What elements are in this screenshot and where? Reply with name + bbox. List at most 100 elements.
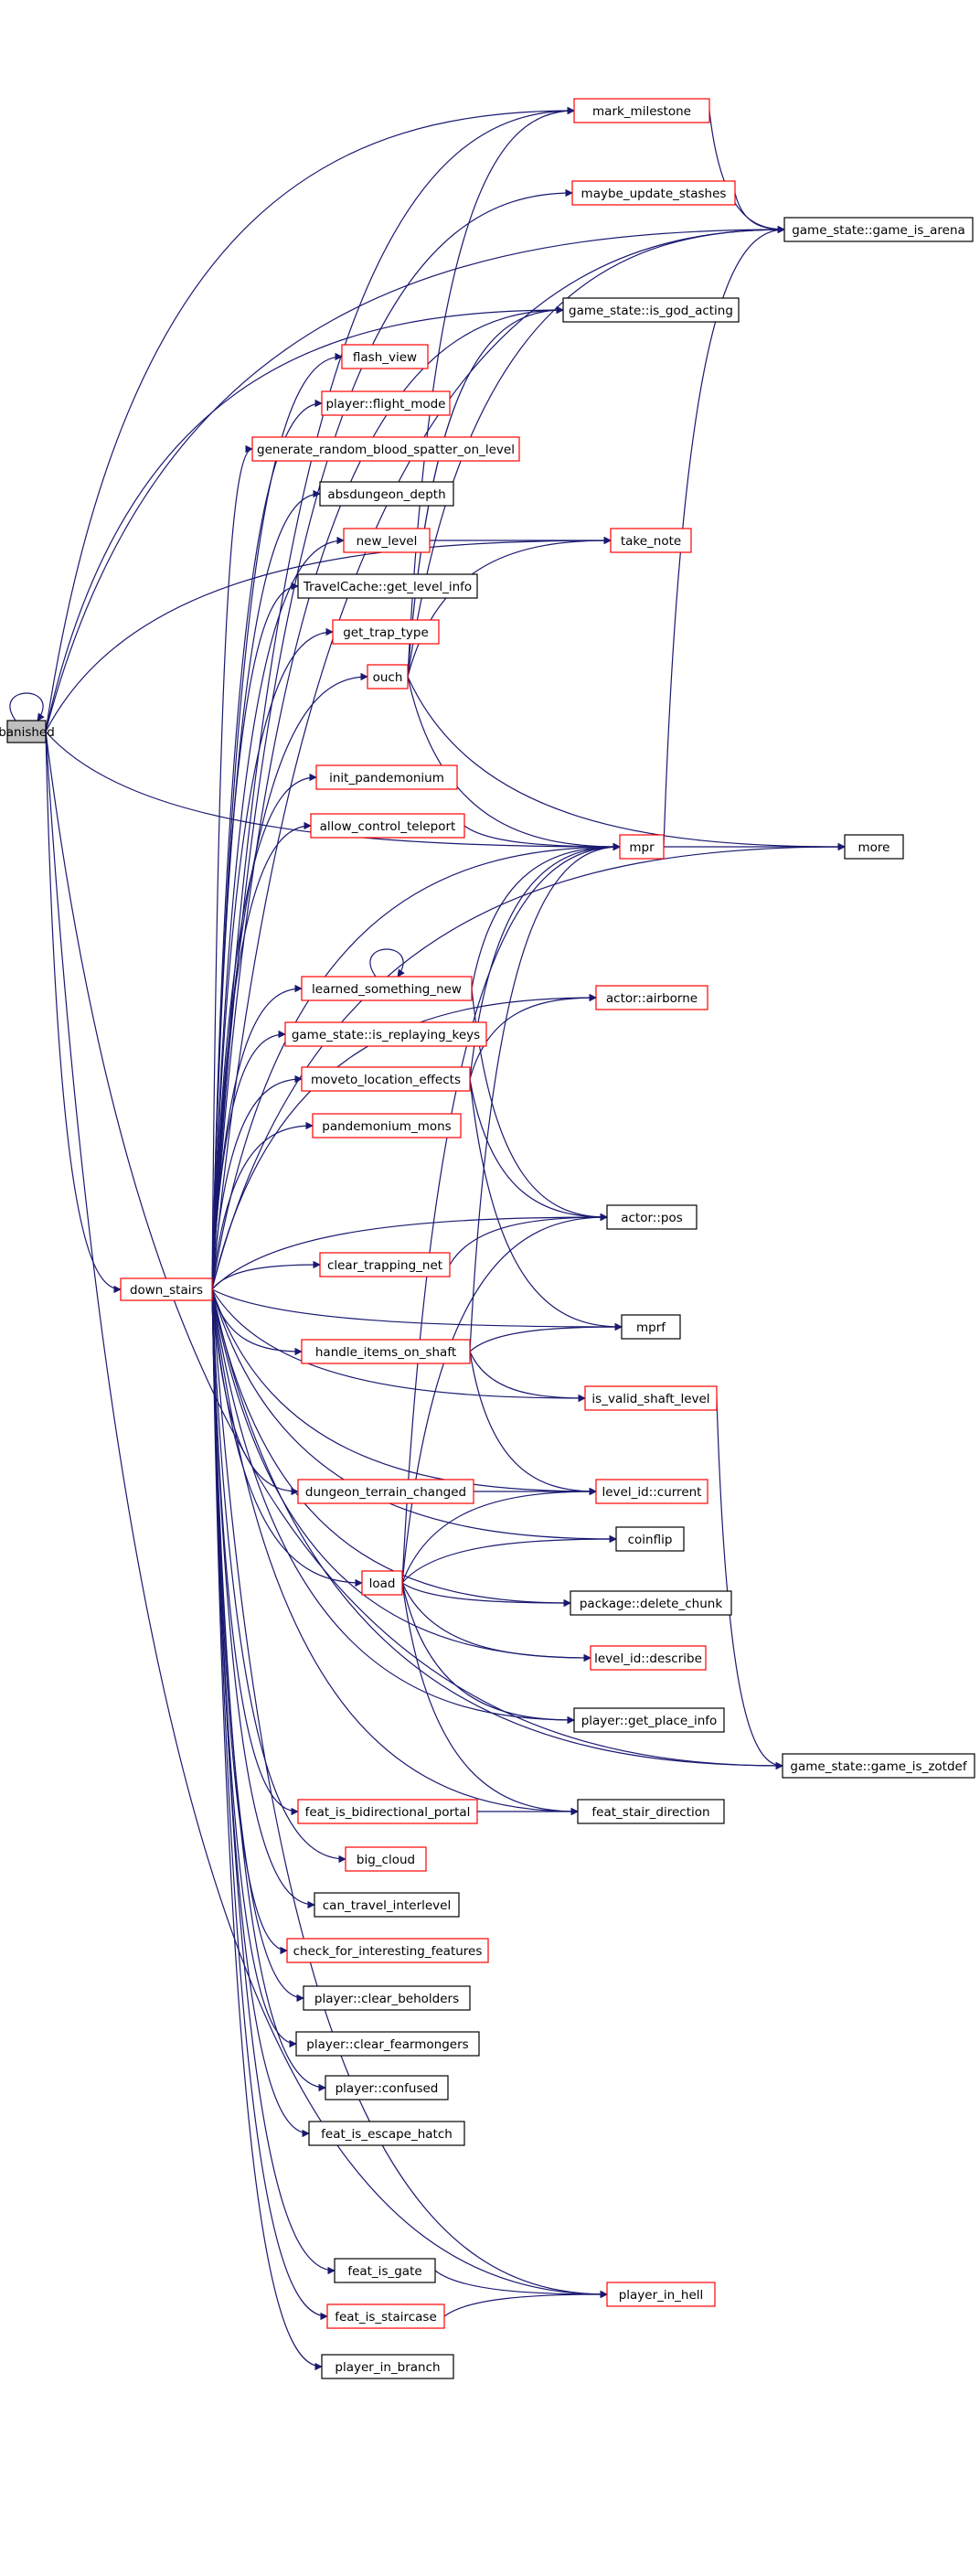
node-coinflip[interactable]: coinflip — [615, 1526, 685, 1552]
node-flash-view[interactable]: flash_view — [341, 344, 429, 369]
node-level-id-current[interactable]: level_id::current — [595, 1479, 708, 1504]
node-maybe-update-stashes[interactable]: maybe_update_stashes — [571, 180, 736, 206]
edge-learned_something_new-to-learned_something_new — [369, 948, 405, 978]
node-is-valid-shaft-level[interactable]: is_valid_shaft_level — [584, 1385, 718, 1411]
edge-ouch-to-mpr — [407, 676, 621, 851]
node-load[interactable]: load — [361, 1570, 403, 1596]
edge-down_stairs-to-is_valid_shaft_level — [211, 1288, 586, 1403]
node-delete-chunk[interactable]: package::delete_chunk — [570, 1590, 732, 1616]
node-feat-stair-direction[interactable]: feat_stair_direction — [577, 1799, 725, 1824]
node-box — [782, 1753, 975, 1779]
node-box — [577, 1799, 725, 1824]
edge-down_stairs-to-big_cloud — [211, 1288, 346, 1864]
node-feat-is-escape-hatch[interactable]: feat_is_escape_hatch — [308, 2121, 465, 2146]
node-box — [361, 1570, 403, 1596]
node-flight-mode[interactable]: player::flight_mode — [321, 390, 451, 416]
node-feat-is-bidirectional-portal[interactable]: feat_is_bidirectional_portal — [297, 1799, 478, 1824]
node-blood-spatter[interactable]: generate_random_blood_spatter_on_level — [251, 436, 520, 462]
node-box — [332, 619, 440, 645]
node-label: pandemonium_mons — [322, 1119, 451, 1134]
node-label: handle_items_on_shaft — [315, 1345, 456, 1360]
node-label: player::clear_fearmongers — [306, 2037, 468, 2052]
node-level-id-describe[interactable]: level_id::describe — [590, 1645, 707, 1671]
node-can-travel-interlevel[interactable]: can_travel_interlevel — [314, 1892, 460, 1918]
node-is-god-acting[interactable]: game_state::is_god_acting — [562, 297, 740, 323]
edge-load-to-actor_pos — [401, 1213, 608, 1584]
node-big-cloud[interactable]: big_cloud — [345, 1846, 427, 1872]
edge-down_stairs-to-clear_trapping_net — [211, 1260, 321, 1290]
node-new-level[interactable]: new_level — [343, 528, 431, 553]
node-actor-pos[interactable]: actor::pos — [606, 1204, 698, 1230]
node-check-for-interesting-features[interactable]: check_for_interesting_features — [286, 1938, 489, 1963]
edge-banished-to-player_in_hell — [45, 731, 608, 2299]
node-box — [286, 1938, 489, 1963]
edge-feat_is_staircase-to-player_in_hell — [443, 2290, 608, 2317]
edge-handle_items_on_shaft-to-mpr — [469, 842, 621, 1352]
edge-banished-to-banished — [9, 692, 45, 721]
node-actor-airborne[interactable]: actor::airborne — [595, 985, 708, 1010]
node-box — [312, 1113, 462, 1138]
node-learned-something-new[interactable]: learned_something_new — [301, 976, 473, 1001]
edge-moveto_location_effects-to-actor_pos — [469, 1078, 608, 1222]
node-allow-control-teleport[interactable]: allow_control_teleport — [310, 813, 465, 839]
node-feat-is-staircase[interactable]: feat_is_staircase — [326, 2303, 445, 2329]
edge-down_stairs-to-feat_stair_direction — [211, 1288, 579, 1816]
node-more[interactable]: more — [844, 834, 904, 860]
node-label: check_for_interesting_features — [293, 1944, 483, 1959]
node-box — [284, 1021, 487, 1047]
node-pandemonium-mons[interactable]: pandemonium_mons — [312, 1113, 462, 1138]
node-box — [310, 813, 465, 839]
node-clear-beholders[interactable]: player::clear_beholders — [303, 1985, 471, 2011]
node-init-pandemonium[interactable]: init_pandemonium — [315, 764, 458, 790]
node-mpr[interactable]: mpr — [619, 834, 665, 860]
node-box — [303, 1985, 471, 2011]
node-mark-milestone[interactable]: mark_milestone — [573, 98, 710, 123]
node-box — [621, 1314, 681, 1340]
node-box — [573, 1707, 725, 1733]
node-label: clear_trapping_net — [327, 1258, 442, 1273]
node-box — [301, 1066, 471, 1092]
node-get-trap-type[interactable]: get_trap_type — [332, 619, 440, 645]
node-get-level-info[interactable]: TravelCache::get_level_info — [297, 573, 478, 599]
node-box — [295, 2031, 480, 2057]
node-label: player::confused — [336, 2081, 439, 2096]
node-player-in-hell[interactable]: player_in_hell — [606, 2282, 716, 2307]
node-feat-is-gate[interactable]: feat_is_gate — [334, 2258, 436, 2283]
edge-down_stairs-to-ouch — [211, 672, 368, 1290]
node-box — [606, 1204, 698, 1230]
node-box — [319, 481, 454, 507]
node-label: get_trap_type — [343, 625, 429, 640]
node-is-replaying-keys[interactable]: game_state::is_replaying_keys — [284, 1021, 487, 1047]
node-label: banished — [0, 725, 55, 740]
node-mprf[interactable]: mprf — [621, 1314, 681, 1340]
node-ouch[interactable]: ouch — [367, 664, 409, 689]
edge-banished-to-down_stairs — [45, 731, 122, 1294]
node-game-is-zotdef[interactable]: game_state::game_is_zotdef — [782, 1753, 975, 1779]
node-label: ouch — [373, 670, 403, 685]
node-clear-trapping-net[interactable]: clear_trapping_net — [319, 1252, 451, 1277]
node-box — [619, 834, 665, 860]
edge-banished-to-mpr — [45, 731, 621, 851]
node-label: learned_something_new — [312, 982, 462, 997]
node-get-place-info[interactable]: player::get_place_info — [573, 1707, 725, 1733]
node-banished[interactable]: banished — [0, 720, 55, 743]
node-box — [345, 1846, 427, 1872]
node-player-in-branch[interactable]: player_in_branch — [321, 2354, 454, 2379]
edge-down_stairs-to-is_replaying_keys — [211, 1030, 286, 1290]
node-moveto-location-effects[interactable]: moveto_location_effects — [301, 1066, 471, 1092]
node-game-is-arena[interactable]: game_state::game_is_arena — [783, 217, 974, 242]
node-player-confused[interactable]: player::confused — [325, 2075, 449, 2100]
node-clear-fearmongers[interactable]: player::clear_fearmongers — [295, 2031, 480, 2057]
node-dungeon-terrain-changed[interactable]: dungeon_terrain_changed — [297, 1479, 474, 1504]
node-label: can_travel_interlevel — [323, 1898, 451, 1913]
node-label: generate_random_blood_spatter_on_level — [257, 443, 515, 457]
node-box — [615, 1526, 685, 1552]
node-down-stairs[interactable]: down_stairs — [120, 1277, 213, 1301]
edge-down_stairs-to-get_level_info — [211, 582, 299, 1290]
node-label: level_id::describe — [594, 1651, 702, 1666]
node-absdungeon-depth[interactable]: absdungeon_depth — [319, 481, 454, 507]
node-take-note[interactable]: take_note — [610, 528, 692, 553]
node-box — [595, 1479, 708, 1504]
edge-down_stairs-to-check_for_interesting_features — [211, 1288, 288, 1955]
node-handle-items-on-shaft[interactable]: handle_items_on_shaft — [301, 1339, 471, 1364]
